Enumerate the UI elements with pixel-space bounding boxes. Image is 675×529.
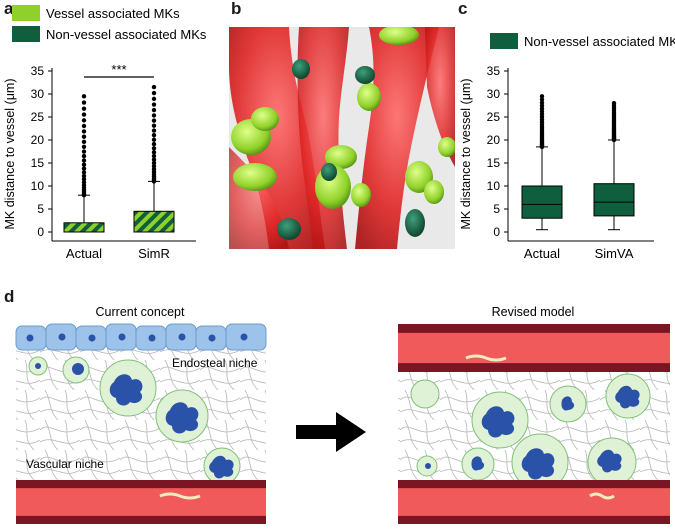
box-simr (133, 210, 175, 233)
legend-label-nonvessel: Non-vessel associated MKs (46, 27, 207, 42)
outlier-point (81, 180, 87, 185)
niche-schematic-image: Current concept Revised model Endosteal … (15, 305, 670, 524)
x-tick-label: Actual (66, 246, 102, 261)
outlier-point (151, 118, 157, 123)
box-actual (521, 185, 563, 219)
outlier-point (81, 170, 87, 175)
outlier-point (151, 133, 157, 138)
y-tick-label: 5 (493, 202, 500, 216)
vessel-right-bottom (398, 480, 670, 524)
vessel-right-top (398, 324, 670, 372)
outlier-point (81, 153, 87, 159)
outlier-point (151, 113, 157, 118)
x-tick-label: SimVA (595, 246, 634, 261)
y-axis-label-c: MK distance to vessel (μm) (459, 79, 473, 230)
y-tick-label: 20 (31, 133, 45, 147)
outlier-point (539, 100, 545, 105)
y-tick-label: 5 (37, 202, 44, 216)
outlier-point (151, 160, 157, 166)
outlier-point (151, 107, 157, 113)
outlier-point (81, 173, 87, 179)
y-tick-label: 30 (31, 87, 45, 101)
outlier-point (81, 177, 87, 182)
left-title: Current concept (96, 305, 185, 319)
panel-letter-d: d (4, 287, 15, 306)
vessel-left (16, 480, 266, 524)
label-vascular-niche: Vascular niche (26, 457, 104, 471)
legend-label-nonvessel-c: Non-vessel associated MKs (524, 34, 675, 49)
outlier-point (81, 134, 87, 139)
y-tick-label: 25 (487, 110, 501, 124)
outlier-point (151, 157, 157, 162)
outlier-point (81, 94, 87, 99)
box-simva (593, 183, 635, 217)
outlier-point (81, 123, 87, 129)
y-tick-label: 0 (37, 225, 44, 239)
y-tick-label: 15 (31, 156, 45, 170)
outlier-point (151, 137, 157, 142)
outlier-point (611, 101, 617, 106)
outlier-point (151, 128, 157, 133)
outlier-point (151, 150, 157, 155)
x-tick-label: Actual (524, 246, 560, 261)
megakaryocytes-right (410, 373, 651, 491)
right-title: Revised model (492, 305, 575, 319)
outlier-point (81, 162, 87, 167)
outlier-point (81, 106, 87, 111)
outlier-point (81, 158, 87, 163)
legend-swatch-nonvessel (12, 26, 40, 42)
y-tick-label: 30 (487, 87, 501, 101)
panel-letter-b: b (231, 0, 242, 18)
outlier-point (539, 97, 545, 102)
outlier-point (151, 146, 157, 151)
panel-a-chart: Vessel associated MKs Non-vessel associa… (3, 5, 207, 261)
y-tick-label: 20 (487, 133, 501, 147)
outlier-point (151, 84, 157, 90)
outlier-point (151, 96, 157, 102)
outlier-point (81, 118, 87, 123)
outlier-point (151, 102, 157, 107)
y-tick-label: 25 (31, 110, 45, 124)
vessel-3d-render-image (229, 27, 455, 249)
outlier-point (81, 139, 87, 145)
outlier-point (151, 123, 157, 128)
y-tick-label: 10 (31, 179, 45, 193)
outlier-point (151, 153, 157, 159)
panel-c-chart: Non-vessel associated MKs MK distance to… (459, 33, 675, 261)
panel-letter-c: c (458, 0, 468, 18)
outlier-point (151, 141, 157, 147)
megakaryocytes-left (28, 356, 241, 485)
y-tick-label: 0 (493, 225, 500, 239)
outlier-point (81, 112, 87, 117)
significance-label: *** (111, 62, 126, 77)
box-actual (63, 222, 105, 233)
outlier-point (81, 149, 87, 154)
outlier-point (539, 94, 545, 99)
legend-swatch-nonvessel-c (490, 33, 518, 49)
y-tick-label: 35 (487, 64, 501, 78)
outlier-point (151, 90, 157, 96)
legend-label-vessel: Vessel associated MKs (46, 6, 180, 21)
arrow-icon (296, 412, 366, 452)
y-tick-label: 35 (31, 64, 45, 78)
panel-letter-a: a (4, 0, 14, 18)
x-tick-label: SimR (138, 246, 170, 261)
outlier-point (81, 144, 87, 149)
y-axis-label-a: MK distance to vessel (μm) (3, 79, 17, 230)
endosteal-cells (15, 323, 267, 351)
outlier-point (81, 129, 87, 134)
y-tick-label: 15 (487, 156, 501, 170)
outlier-point (151, 163, 157, 169)
outlier-point (81, 166, 87, 171)
y-tick-label: 10 (487, 179, 501, 193)
outlier-point (81, 100, 87, 105)
outlier-point (539, 103, 545, 108)
legend-swatch-vessel (12, 5, 40, 21)
label-endosteal-niche: Endosteal niche (172, 356, 258, 370)
